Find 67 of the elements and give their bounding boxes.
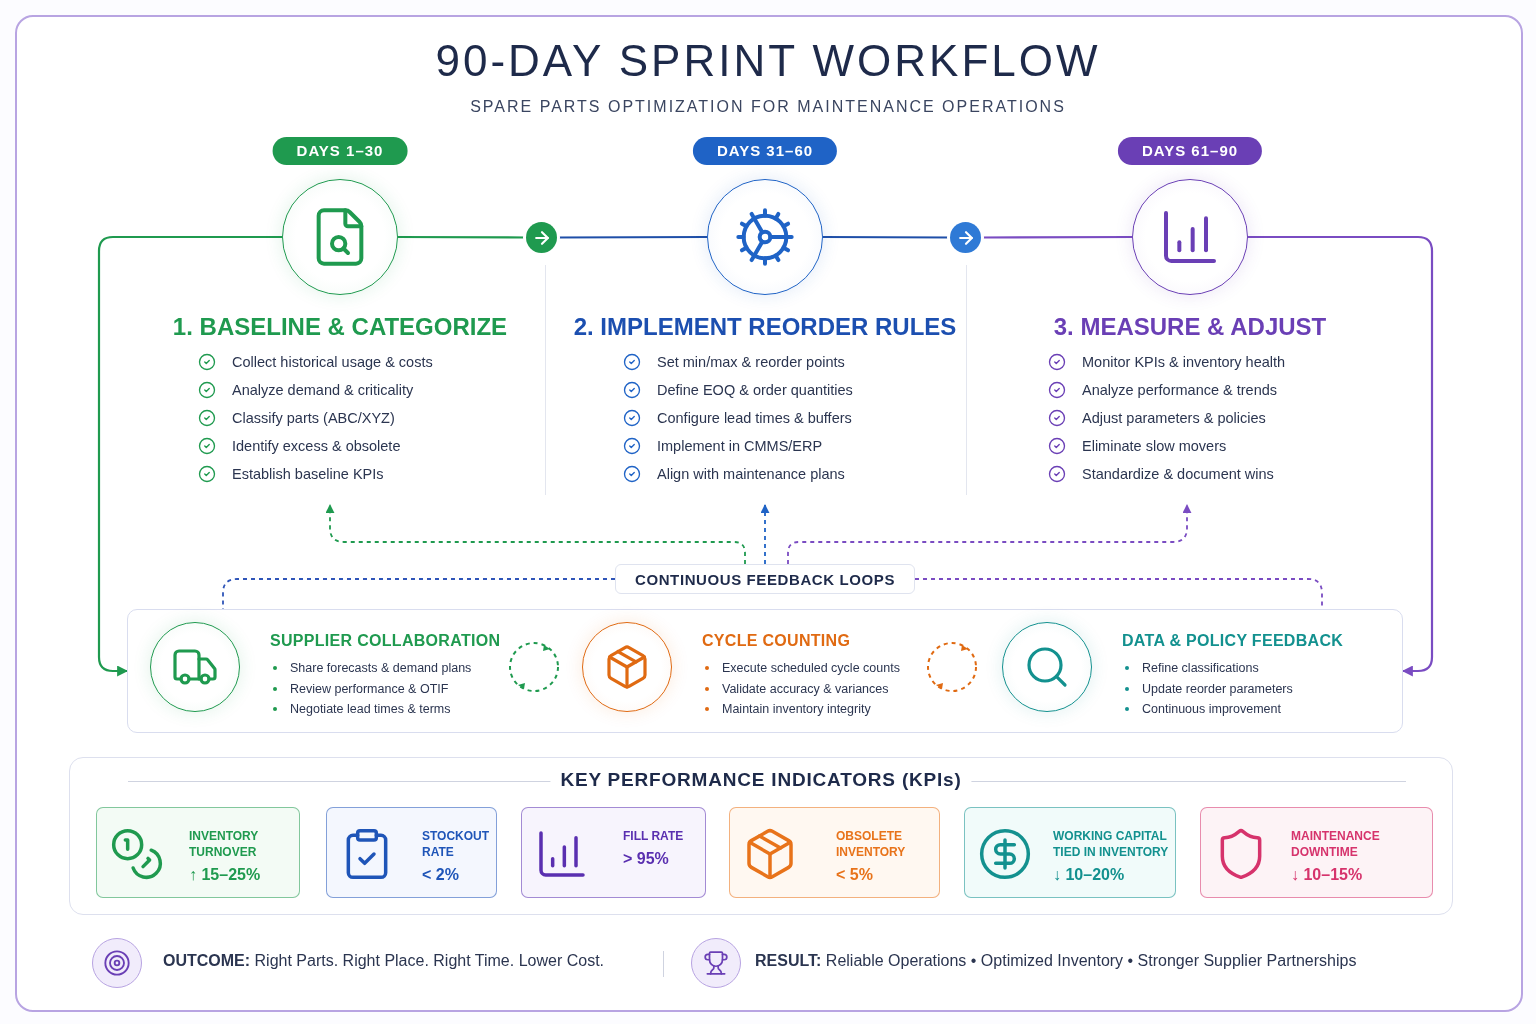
dashed-arrow: [787, 504, 1192, 565]
checklist-item: Adjust parameters & policies: [1082, 410, 1266, 426]
kpi-card: [326, 807, 497, 898]
kpi-value: < 5%: [836, 866, 874, 884]
subtitle: SPARE PARTS OPTIMIZATION FOR MAINTENANCE OPERATIONS: [469, 98, 1067, 116]
checklist-item: Classify parts (ABC/XYZ): [232, 410, 395, 426]
arrow: [97, 235, 282, 677]
kpi-value: > 95%: [623, 850, 670, 868]
kpi-card: [1200, 807, 1433, 898]
checklist-item: Eliminate slow movers: [1082, 438, 1227, 454]
kpi-value: ↑ 15–25%: [189, 866, 262, 884]
kpi-card: [729, 807, 940, 898]
kpi-value: ↓ 10–20%: [1053, 866, 1126, 884]
kpi-label: OBSOLETE INVENTORY: [836, 828, 907, 860]
kpi-label: FILL RATE: [623, 828, 685, 844]
dashed-arrow: [760, 504, 770, 565]
bullet-item: Validate accuracy & variances: [702, 680, 900, 697]
section-heading: DATA & POLICY FEEDBACK: [1122, 632, 1344, 650]
title: 90-DAY SPRINT WORKFLOW: [434, 36, 1102, 86]
bullet-item: Update reorder parameters: [1122, 680, 1293, 697]
checklist-item: Define EOQ & order quantities: [657, 382, 853, 398]
connector-line: [398, 235, 526, 239]
kpi-label: INVENTORY TURNOVER: [189, 828, 260, 860]
dashed-arrow: [325, 504, 746, 565]
bullet-item: Execute scheduled cycle counts: [702, 660, 900, 677]
checklist-item: Establish baseline KPIs: [232, 466, 384, 482]
phase-heading: 2. IMPLEMENT REORDER RULES: [572, 313, 958, 341]
checklist-item: Collect historical usage & costs: [232, 354, 433, 370]
checklist-item: Identify excess & obsolete: [232, 438, 401, 454]
bullet-item: Review performance & OTIF: [270, 680, 472, 697]
section-heading: SUPPLIER COLLABORATION: [270, 632, 501, 650]
kpi-card: [96, 807, 300, 898]
connector-line: [823, 235, 950, 239]
kpi-card: [521, 807, 706, 898]
result-text: RESULT: Reliable Operations • Optimized Inventory • Stronger Supplier Partnerships: [755, 952, 1357, 970]
kpi-label: MAINTENANCE DOWNTIME: [1291, 828, 1381, 860]
phase-heading: 3. MEASURE & ADJUST: [1052, 313, 1328, 341]
checklist-item: Align with maintenance plans: [657, 466, 845, 482]
section-heading: CYCLE COUNTING: [702, 632, 851, 650]
bullet-item: Maintain inventory integrity: [702, 701, 900, 718]
bullet-item: Share forecasts & demand plans: [270, 660, 472, 677]
checklist-item: Analyze performance & trends: [1082, 382, 1278, 398]
kpi-value: < 2%: [422, 866, 460, 884]
checklist-item: Configure lead times & buffers: [657, 410, 852, 426]
kpi-value: ↓ 10–15%: [1291, 866, 1364, 884]
feedback-panel: [127, 609, 1403, 733]
phase-badge: DAYS 61–90: [1117, 137, 1263, 165]
outcome-text: OUTCOME: Right Parts. Right Place. Right Time. Lower Cost.: [163, 952, 605, 970]
checklist-item: Monitor KPIs & inventory health: [1082, 354, 1286, 370]
kpi-label: STOCKOUT RATE: [422, 828, 490, 860]
bullet-item: Refine classifications: [1122, 660, 1293, 677]
kpi-card: [964, 807, 1176, 898]
kpi-label: WORKING CAPITAL TIED IN INVENTORY: [1053, 828, 1169, 860]
checklist-item: Standardize & document wins: [1082, 466, 1274, 482]
bullet-item: Continuous improvement: [1122, 701, 1293, 718]
checklist-item: Analyze demand & criticality: [232, 382, 414, 398]
kpi-panel: [69, 757, 1453, 915]
checklist-item: Implement in CMMS/ERP: [657, 438, 823, 454]
arrow: [1248, 235, 1434, 677]
bullet-item: Negotiate lead times & terms: [270, 701, 472, 718]
connector-line: [981, 235, 1132, 239]
feedback-label: CONTINUOUS FEEDBACK LOOPS: [615, 564, 915, 594]
phase-badge: DAYS 1–30: [272, 137, 408, 165]
connector-line: [557, 235, 707, 239]
checklist-item: Set min/max & reorder points: [657, 354, 845, 370]
phase-badge: DAYS 31–60: [692, 137, 838, 165]
phase-heading: 1. BASELINE & CATEGORIZE: [171, 313, 509, 341]
